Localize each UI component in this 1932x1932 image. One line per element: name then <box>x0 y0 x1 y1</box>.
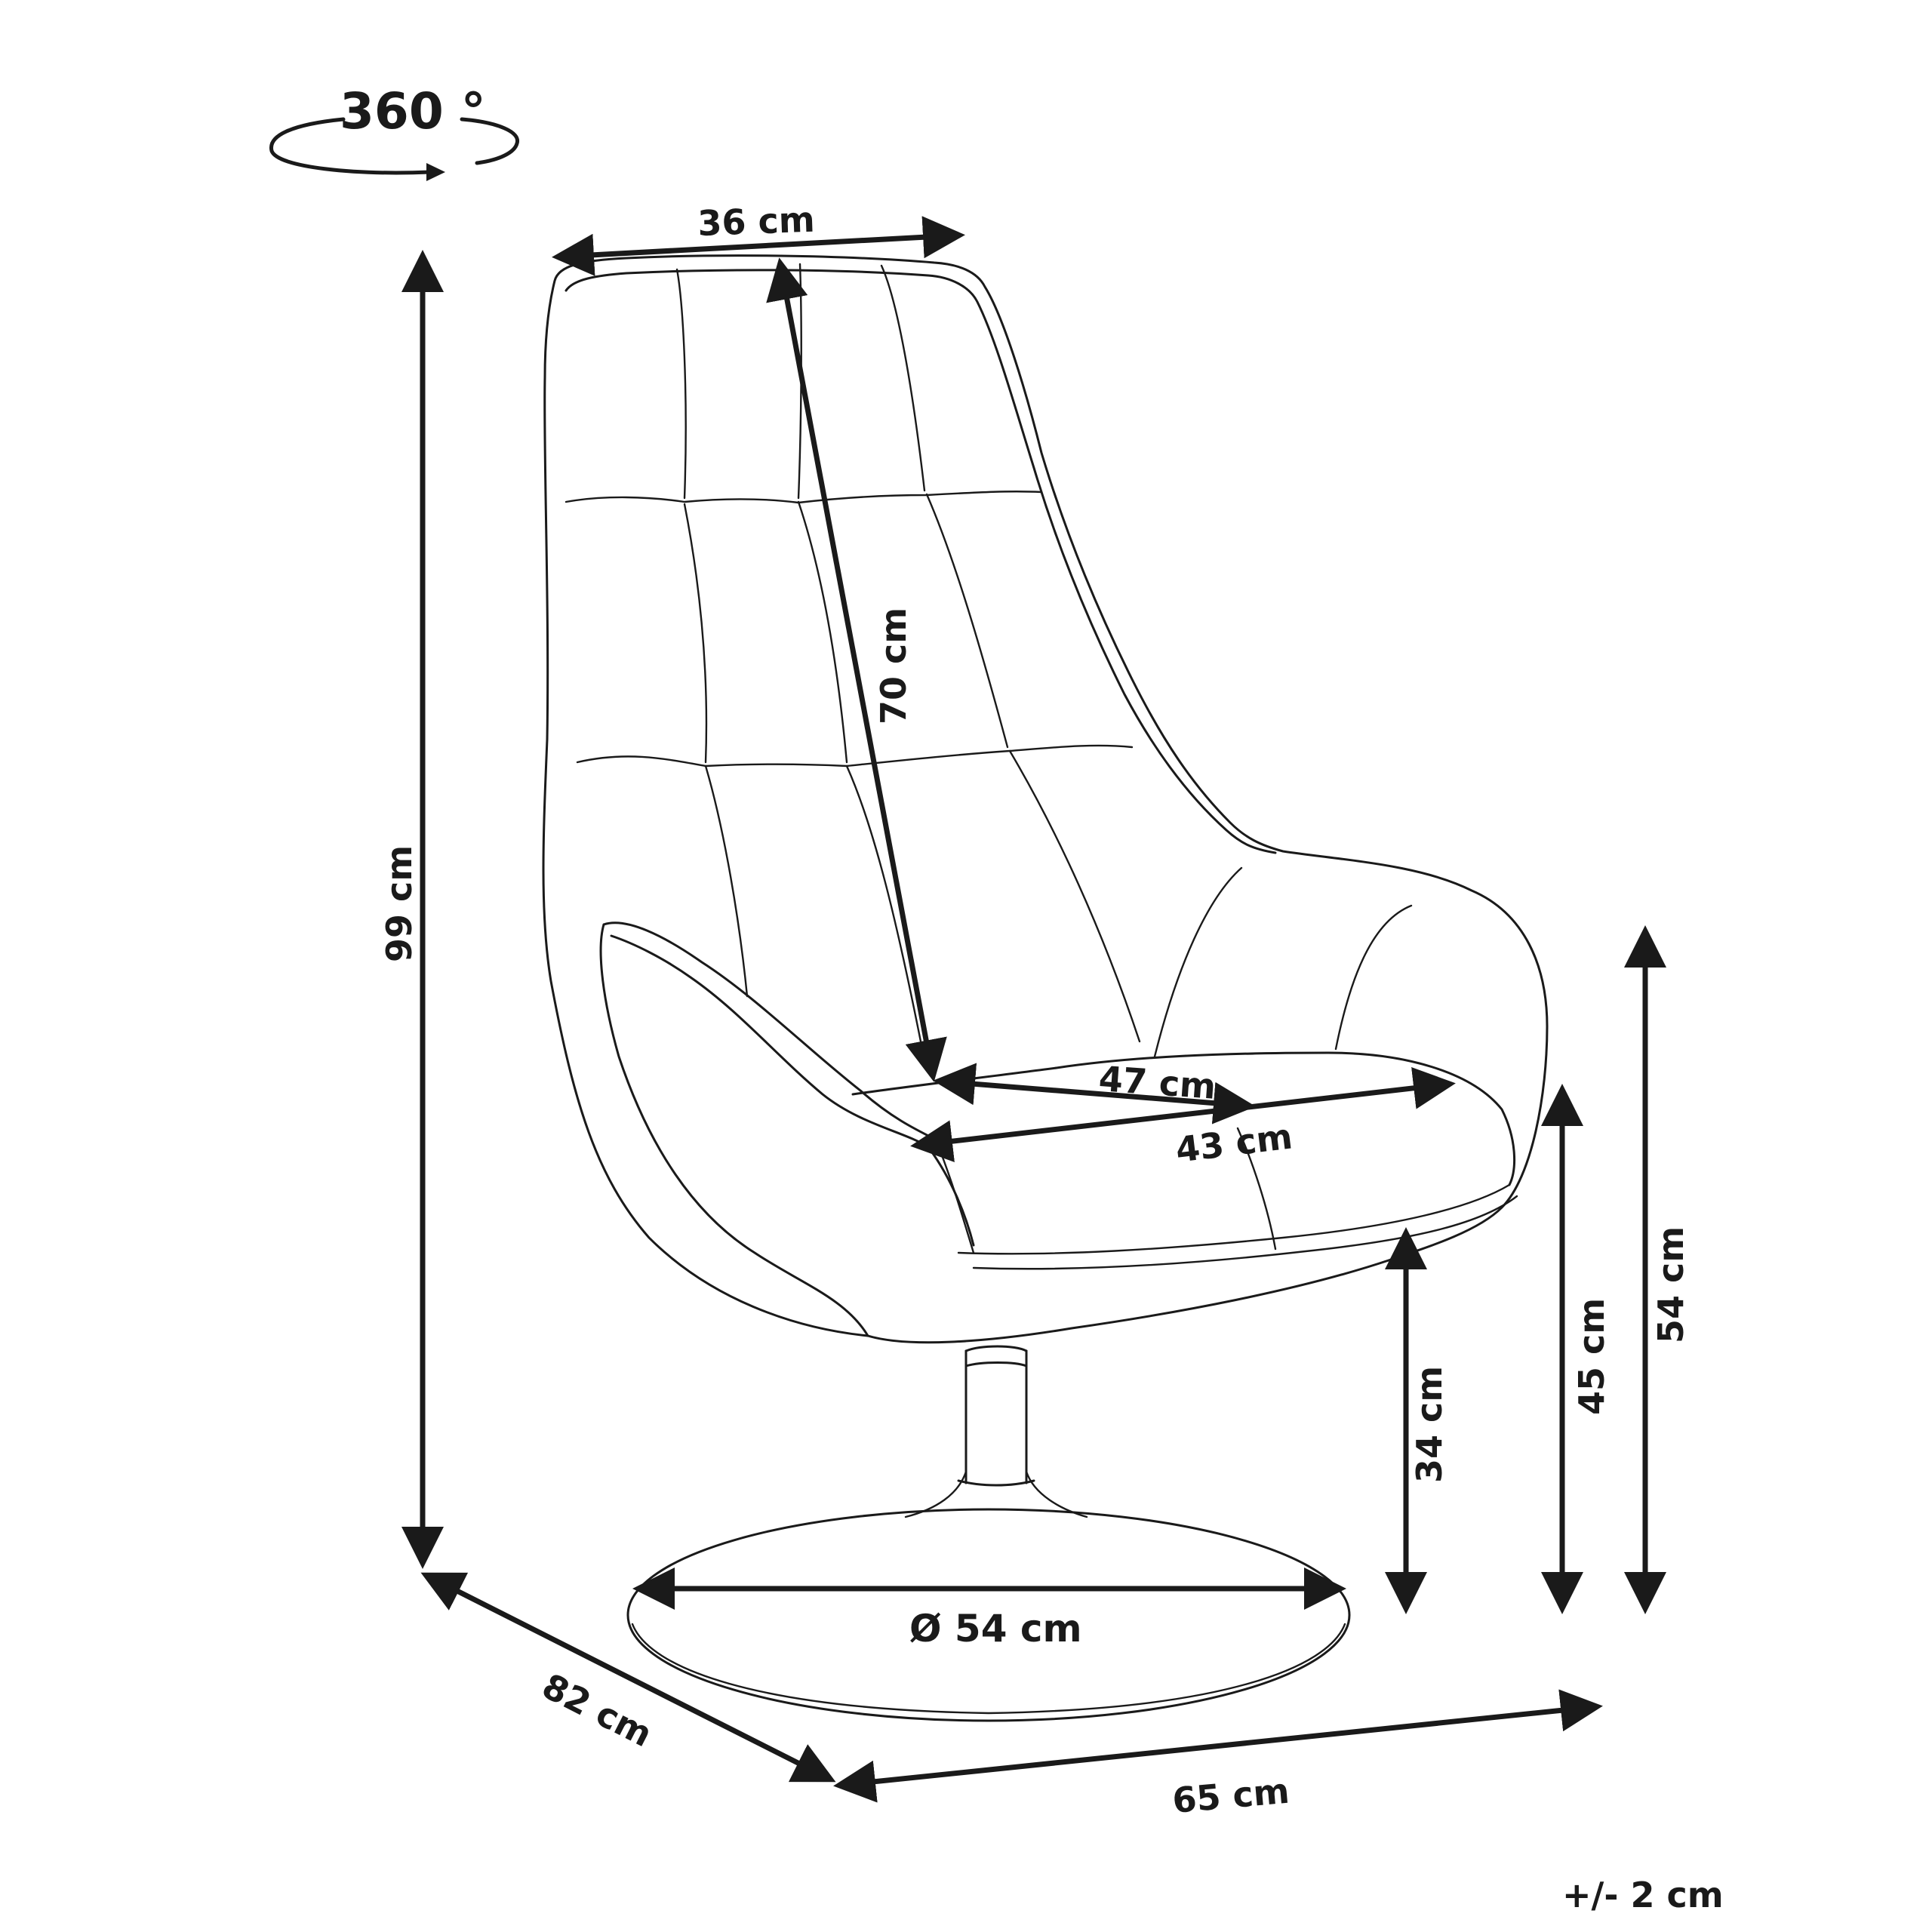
label-depth: 82 cm <box>536 1666 659 1755</box>
dimension-lines <box>401 216 1666 1803</box>
label-base-diameter: Ø 54 cm <box>909 1607 1082 1651</box>
rotation-360-icon: 360 ° <box>269 82 519 181</box>
chair-drawing <box>542 254 1549 1722</box>
label-back-height: 70 cm <box>873 608 914 724</box>
dim-line-depth <box>420 1572 836 1783</box>
dim-line-seat-depth <box>910 1066 1456 1163</box>
label-armrest-height: 54 cm <box>1651 1226 1691 1343</box>
label-leg-height: 34 cm <box>1409 1366 1450 1483</box>
label-tolerance: +/- 2 cm <box>1562 1875 1724 1915</box>
label-seat-width: 47 cm <box>1097 1058 1217 1107</box>
label-top-width: 36 cm <box>697 199 815 244</box>
dim-line-top-width <box>552 216 965 276</box>
label-seat-height: 45 cm <box>1571 1298 1612 1415</box>
label-seat-depth: 43 cm <box>1174 1115 1295 1171</box>
dim-line-width <box>833 1689 1603 1803</box>
rotation-label: 360 ° <box>340 82 486 140</box>
label-total-height: 99 cm <box>379 845 420 962</box>
dim-line-back-height <box>766 257 947 1082</box>
dimension-labels: 36 cm 70 cm 99 cm 47 cm 43 cm 54 cm 45 c… <box>379 199 1724 1915</box>
label-width: 65 cm <box>1171 1770 1291 1821</box>
